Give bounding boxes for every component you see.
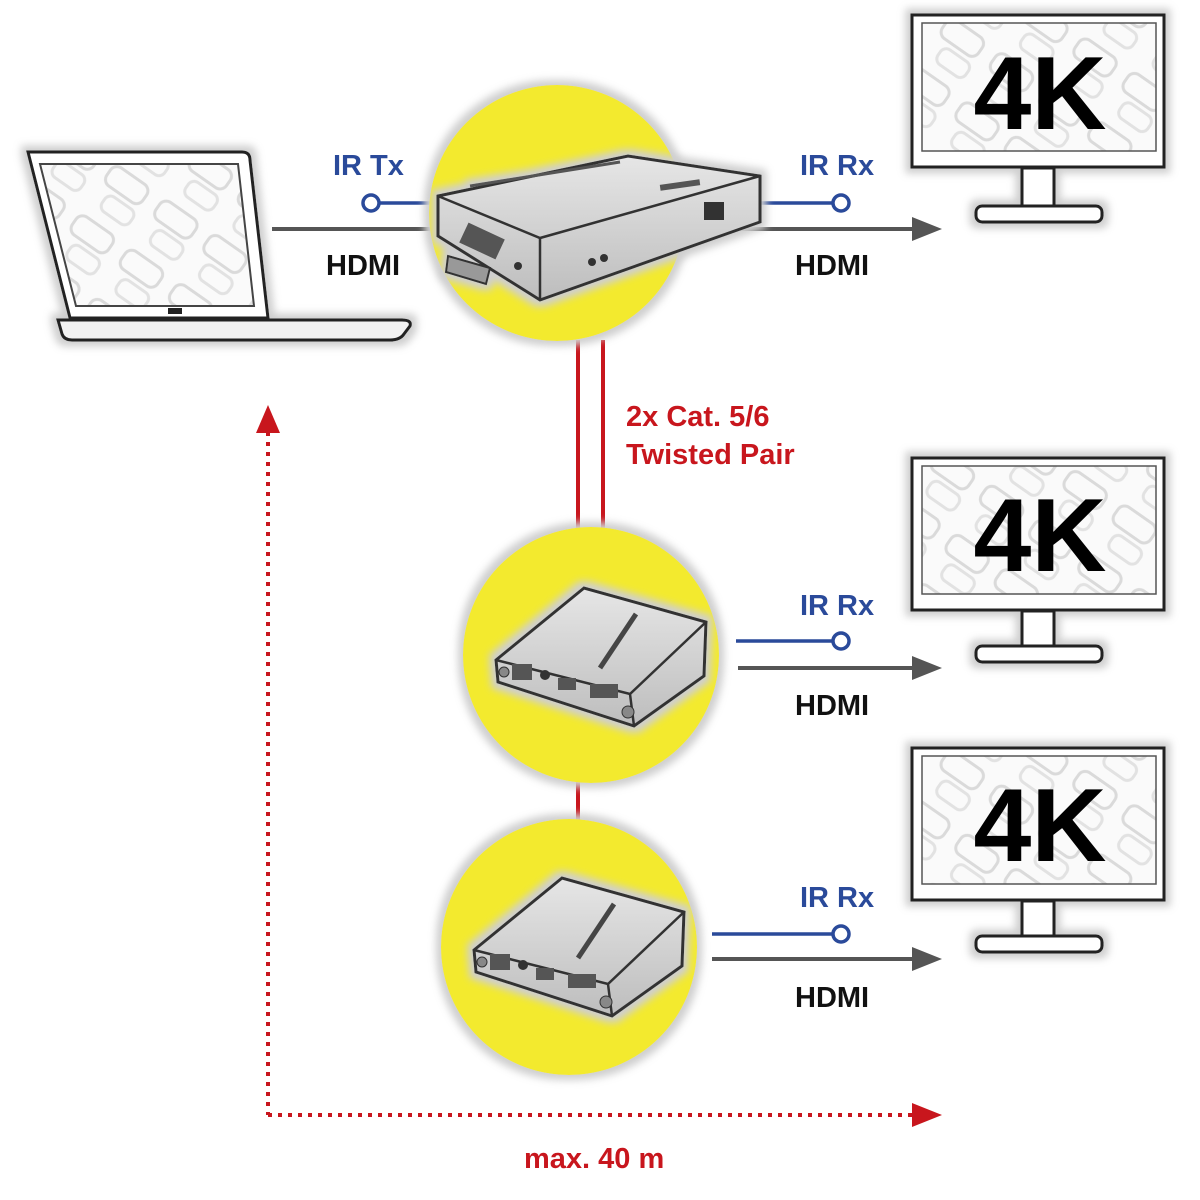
transmitter-device-icon <box>436 154 762 302</box>
monitor-icon <box>910 746 1166 954</box>
monitor-resolution-label: 4K <box>973 36 1107 152</box>
hdmi-lines <box>272 217 942 971</box>
distance-label: max. 40 m <box>524 1143 665 1175</box>
monitor-icon <box>910 13 1166 224</box>
receiver-device-icon <box>472 876 686 1018</box>
monitor-resolution-label: 4K <box>973 768 1107 884</box>
cat-cable <box>576 340 605 820</box>
ir-rx-label-2: IR Rx <box>800 590 875 622</box>
monitor-icon <box>910 456 1166 664</box>
distance-indicator <box>256 405 942 1127</box>
ir-rx-label-1: IR Rx <box>800 150 875 182</box>
ir-rx-node-icon <box>831 631 851 651</box>
receiver-group-2 <box>441 819 697 1075</box>
receiver-device-icon <box>494 586 708 728</box>
cable-label-line1: 2x Cat. 5/6 <box>626 401 770 433</box>
ir-rx-label-3: IR Rx <box>800 882 875 914</box>
arrow-up-icon <box>256 405 280 433</box>
ir-rx-node-icon <box>831 924 851 944</box>
ir-rx-node-icon <box>831 193 851 213</box>
ir-tx-node-icon <box>361 193 381 213</box>
hdmi-out-label-1: HDMI <box>795 250 870 282</box>
arrow-right-icon <box>912 1103 942 1127</box>
ir-lines <box>361 193 851 944</box>
hdmi-out-label-3: HDMI <box>795 982 870 1014</box>
hdmi-out-label-2: HDMI <box>795 690 870 722</box>
hdmi-in-label: HDMI <box>326 250 401 282</box>
receiver-group-1 <box>463 527 719 783</box>
monitor-resolution-label: 4K <box>973 478 1107 594</box>
laptop-icon <box>26 150 412 342</box>
cable-label-line2: Twisted Pair <box>626 439 795 471</box>
transmitter-group <box>429 85 762 341</box>
ir-tx-label: IR Tx <box>333 150 404 182</box>
